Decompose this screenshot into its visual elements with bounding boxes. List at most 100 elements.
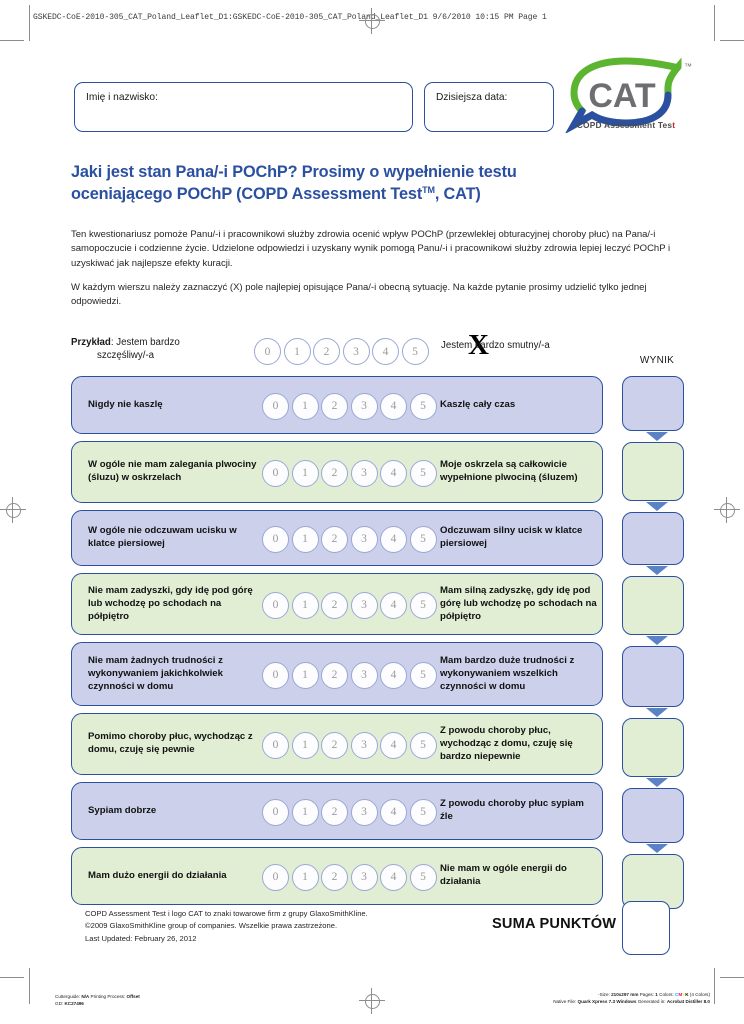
score-box[interactable] <box>622 576 684 635</box>
color-yellow-mark: Y <box>682 992 686 997</box>
scale-option-4[interactable]: 4 <box>380 798 407 826</box>
pages-value: 1 <box>655 992 658 997</box>
scale-option-1[interactable]: 1 <box>291 863 319 891</box>
scale-option-2[interactable]: 2 <box>321 661 348 689</box>
scale-option-1[interactable]: 1 <box>291 392 319 420</box>
name-field[interactable]: Imię i nazwisko: <box>74 82 413 132</box>
scale-option-5[interactable]: 5 <box>409 591 437 619</box>
scale-option-1[interactable]: 1 <box>291 591 319 619</box>
page-title-line2a: oceniającego POChP (COPD Assessment Test <box>71 184 423 203</box>
scale-option-2[interactable]: 2 <box>321 392 348 420</box>
question-row: Pomimo choroby płuc, wychodząc z domu, c… <box>71 713 603 775</box>
svg-text:™: ™ <box>684 62 692 71</box>
crop-tick-bottom-left <box>0 977 24 978</box>
scale-option-0[interactable]: 0 <box>262 525 289 553</box>
score-box[interactable] <box>622 788 684 843</box>
scale-option-3[interactable]: 3 <box>350 392 378 420</box>
example-scale-option-4[interactable]: 4 <box>372 338 399 365</box>
scale-option-2[interactable]: 2 <box>321 731 348 759</box>
page-title: Jaki jest stan Pana/-i POChP? Prosimy o … <box>71 162 671 205</box>
scale-option-2[interactable]: 2 <box>321 591 348 619</box>
crop-rule-right <box>714 5 715 41</box>
scale-option-5[interactable]: 5 <box>409 392 437 420</box>
example-label-sep: : <box>110 337 117 348</box>
scale-option-4[interactable]: 4 <box>380 591 407 619</box>
generated-label: Generated in: <box>637 999 666 1005</box>
scale-option-0[interactable]: 0 <box>262 863 289 891</box>
question-right-label: Mam bardzo duże trudności z wykonywaniem… <box>440 655 575 692</box>
scale-option-4[interactable]: 4 <box>380 731 407 759</box>
total-score-box[interactable] <box>622 901 670 955</box>
question-right-label: Odczuwam silny ucisk w klatce piersiowej <box>440 525 583 549</box>
scale-option-5[interactable]: 5 <box>409 661 437 689</box>
scale-option-3[interactable]: 3 <box>350 661 378 689</box>
example-left-line2: szczęśliwy/-a <box>97 350 155 362</box>
scale-option-5[interactable]: 5 <box>409 459 437 487</box>
scale-option-5[interactable]: 5 <box>409 731 437 759</box>
question-right-label: Nie mam w ogóle energii do działania <box>440 863 567 887</box>
scale-option-0[interactable]: 0 <box>262 661 289 689</box>
cat-logo-caption: COPD Assessment Test <box>556 120 696 130</box>
scale-option-5[interactable]: 5 <box>409 525 437 553</box>
score-box[interactable] <box>622 376 684 431</box>
scale-option-3[interactable]: 3 <box>350 525 378 553</box>
scale-option-1[interactable]: 1 <box>291 661 319 689</box>
scale-option-5[interactable]: 5 <box>409 798 437 826</box>
down-arrow-icon <box>646 566 668 575</box>
cutterguide-label: Cutterguide: <box>55 994 81 999</box>
example-left-line1: Jestem bardzo <box>116 337 180 348</box>
scale-option-0[interactable]: 0 <box>262 459 289 487</box>
example-scale-option-1[interactable]: 1 <box>283 338 311 365</box>
scale-option-2[interactable]: 2 <box>321 798 348 826</box>
score-box[interactable] <box>622 442 684 501</box>
scale-option-0[interactable]: 0 <box>262 798 289 826</box>
scale-option-2[interactable]: 2 <box>321 459 348 487</box>
scale-option-0[interactable]: 0 <box>262 392 289 420</box>
score-box[interactable] <box>622 718 684 777</box>
example-scale-option-3[interactable]: 3 <box>342 338 370 365</box>
native-file-label: Native File: <box>553 999 577 1005</box>
scale-option-3[interactable]: 3 <box>350 798 378 826</box>
scale-option-0[interactable]: 0 <box>262 591 289 619</box>
scale-option-1[interactable]: 1 <box>291 798 319 826</box>
scale-option-4[interactable]: 4 <box>380 392 407 420</box>
color-magenta-mark: M <box>678 992 683 997</box>
example-scale-option-0[interactable]: 0 <box>254 338 281 365</box>
crop-tick-top-right <box>720 40 744 41</box>
scale-option-1[interactable]: 1 <box>291 459 319 487</box>
scale-option-2[interactable]: 2 <box>321 525 348 553</box>
scale-option-2[interactable]: 2 <box>321 863 348 891</box>
scale-option-1[interactable]: 1 <box>291 731 319 759</box>
page-title-line1: Jaki jest stan Pana/-i POChP? Prosimy o … <box>71 163 517 181</box>
score-box[interactable] <box>622 646 684 707</box>
scale-option-5[interactable]: 5 <box>409 863 437 891</box>
scale-option-4[interactable]: 4 <box>380 459 407 487</box>
scale-option-3[interactable]: 3 <box>350 731 378 759</box>
date-field[interactable]: Dzisiejsza data: <box>424 82 554 132</box>
scale-option-4[interactable]: 4 <box>380 525 407 553</box>
scale-option-3[interactable]: 3 <box>350 459 378 487</box>
cat-caption-main: COPD Assessment Tes <box>576 120 673 130</box>
example-scale-option-5[interactable]: 5 <box>401 338 429 365</box>
native-file-value: Quark Xpress 7.3 Windows <box>577 999 637 1005</box>
scale-option-4[interactable]: 4 <box>380 863 407 891</box>
scale-option-0[interactable]: 0 <box>262 731 289 759</box>
scale-option-3[interactable]: 3 <box>350 591 378 619</box>
down-arrow-icon <box>646 778 668 787</box>
score-box[interactable] <box>622 512 684 565</box>
total-score-label: SUMA PUNKTÓW <box>492 916 617 932</box>
scale-option-4[interactable]: 4 <box>380 661 407 689</box>
scale-option-1[interactable]: 1 <box>291 525 319 553</box>
example-scale-option-2[interactable]: 2 <box>313 338 340 365</box>
score-column-header: WYNIK <box>639 355 675 366</box>
scale-option-3[interactable]: 3 <box>350 863 378 891</box>
